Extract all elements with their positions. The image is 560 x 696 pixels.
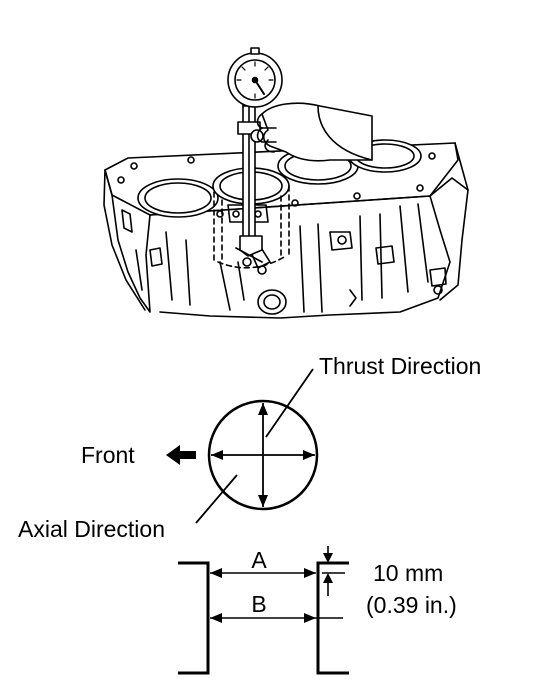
bore-cross-section-circle: [207, 399, 319, 511]
dimension-b-arrow-left: [210, 613, 222, 623]
thrust-arrow-head-bottom: [258, 495, 268, 507]
offset-metric-label: 10 mm: [373, 560, 443, 586]
dimension-a-arrow-left: [210, 568, 222, 578]
hand-illustration: [256, 102, 373, 162]
thrust-direction-leader: [265, 368, 314, 438]
thrust-direction-label: Thrust Direction: [319, 353, 481, 379]
dimension-a-arrow-right: [304, 568, 316, 578]
engine-block-illustration: [103, 139, 469, 319]
bore-wall-left: [178, 561, 210, 675]
bore-1: [137, 178, 219, 218]
front-label: Front: [81, 442, 135, 468]
bore-section-arrowheads: [210, 553, 333, 623]
bore-direction-diagram: [166, 368, 319, 524]
offset-imperial-label: (0.39 in.): [366, 592, 457, 618]
thrust-arrow-head-top: [258, 403, 268, 415]
axial-arrow-head-right: [303, 450, 315, 460]
dial-bore-gauge-illustration: [227, 47, 283, 263]
front-arrow-icon: [166, 445, 196, 465]
axial-direction-leader: [195, 474, 238, 524]
dimension-b-arrow-right: [304, 613, 316, 623]
axial-direction-label: Axial Direction: [18, 516, 165, 542]
axial-arrow-head-left: [211, 450, 223, 460]
offset-arrow-up: [323, 573, 333, 583]
section-a-label: A: [251, 547, 267, 573]
offset-arrow-down: [323, 553, 333, 563]
section-b-label: B: [251, 591, 266, 617]
